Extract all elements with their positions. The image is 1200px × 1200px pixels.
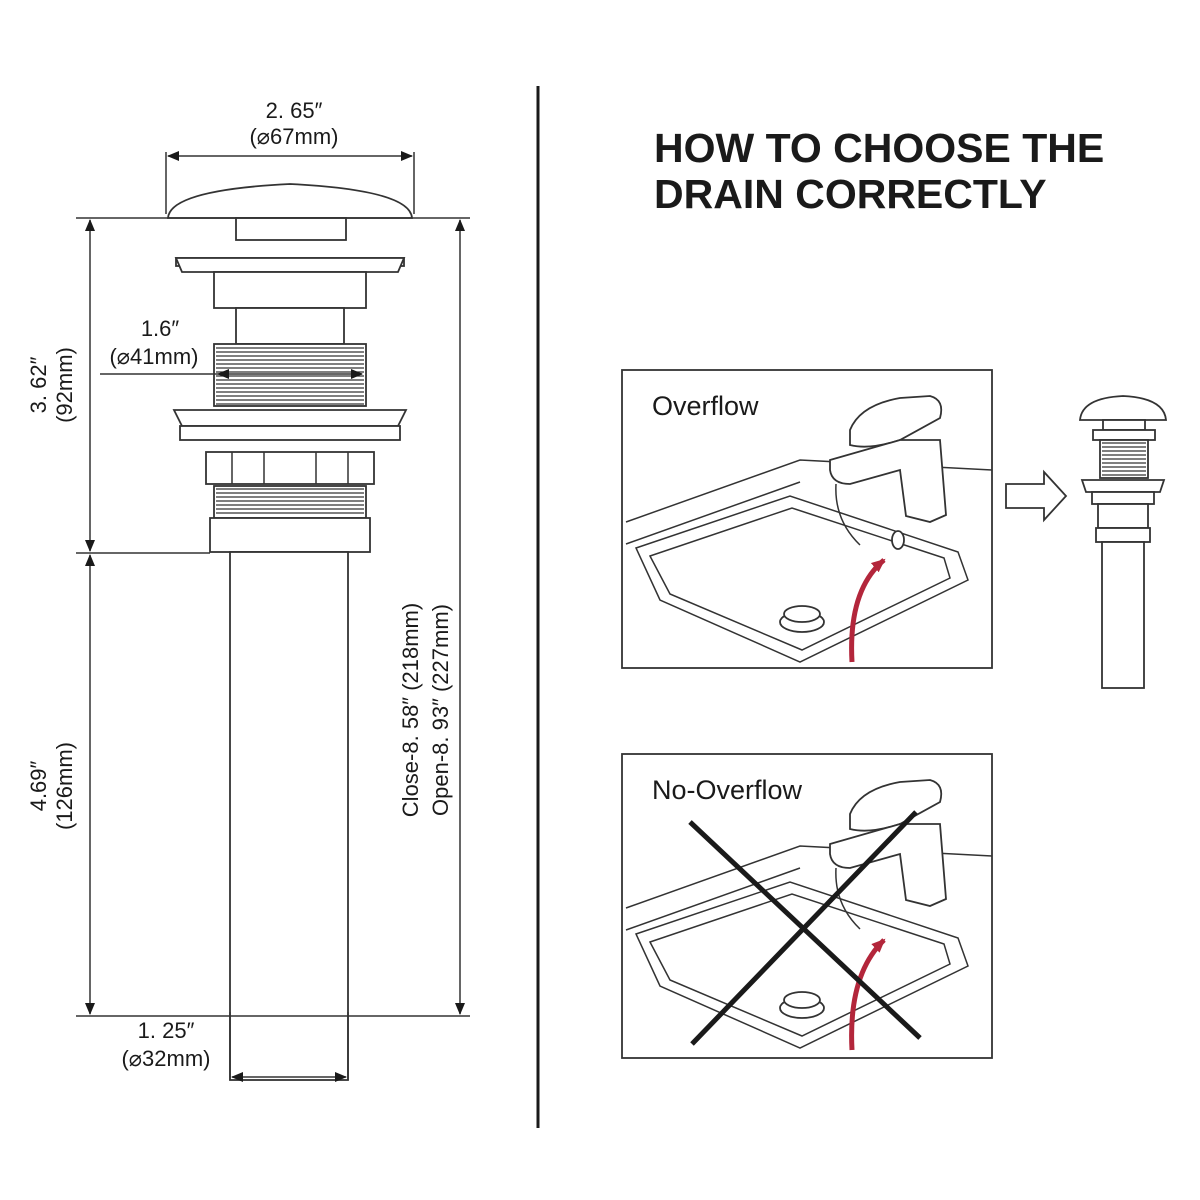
title-line-1: HOW TO CHOOSE THE	[654, 125, 1104, 171]
cap-width-label: 2. 65″	[266, 98, 323, 123]
faucet-body-icon	[829, 823, 947, 907]
tail-diameter-mm-label: (⌀32mm)	[121, 1046, 210, 1071]
dimension-lines	[76, 151, 470, 1082]
body-height-label: 3. 62″	[26, 356, 51, 413]
tail-pipe	[229, 551, 349, 1081]
tail-diameter-label: 1. 25″	[138, 1018, 195, 1043]
thread-diameter-mm-label: (⌀41mm)	[109, 344, 198, 369]
tail-length-mm-label: (126mm)	[52, 742, 77, 830]
sink-illustration	[625, 779, 993, 1049]
drain-cap	[167, 183, 413, 219]
lower-flange-ring	[179, 425, 401, 441]
cap-width-mm-label: (⌀67mm)	[249, 124, 338, 149]
lock-nut	[205, 451, 375, 485]
thread-block	[213, 343, 367, 407]
title-line-2: DRAIN CORRECTLY	[654, 171, 1047, 217]
drain-technical-drawing	[167, 183, 413, 1081]
no-overflow-red-arrow-icon	[849, 938, 886, 1051]
x-cross-icon	[688, 810, 922, 1046]
faucet-body-icon	[829, 439, 947, 523]
top-flange	[174, 257, 406, 273]
overflow-hole-icon	[891, 530, 905, 550]
thread-diameter-label: 1.6″	[141, 316, 180, 341]
no-overflow-panel: No-Overflow	[621, 753, 993, 1059]
tail-collar	[209, 517, 371, 553]
no-overflow-label: No-Overflow	[652, 775, 803, 805]
total-open-label: Open-8. 93″ (227mm)	[428, 604, 453, 816]
body-height-mm-label: (92mm)	[52, 347, 77, 423]
faucet-handle-icon	[849, 395, 943, 448]
sink-illustration	[625, 395, 993, 663]
overflow-red-arrow-icon	[849, 558, 886, 663]
body-upper	[213, 271, 367, 309]
thread-lines-upper	[216, 347, 364, 405]
overflow-label: Overflow	[652, 391, 759, 421]
small-drain-illustration	[1079, 395, 1167, 689]
overflow-panel: Overflow	[621, 369, 993, 669]
lower-flange	[172, 409, 408, 427]
thread-lines-lower	[216, 488, 364, 514]
tail-length-label: 4.69″	[26, 760, 51, 811]
faucet-handle-icon	[849, 779, 943, 832]
total-close-label: Close-8. 58″ (218mm)	[398, 603, 423, 817]
body-neck	[235, 307, 345, 345]
hollow-right-arrow-icon	[1005, 469, 1068, 523]
cap-stem	[235, 217, 347, 241]
